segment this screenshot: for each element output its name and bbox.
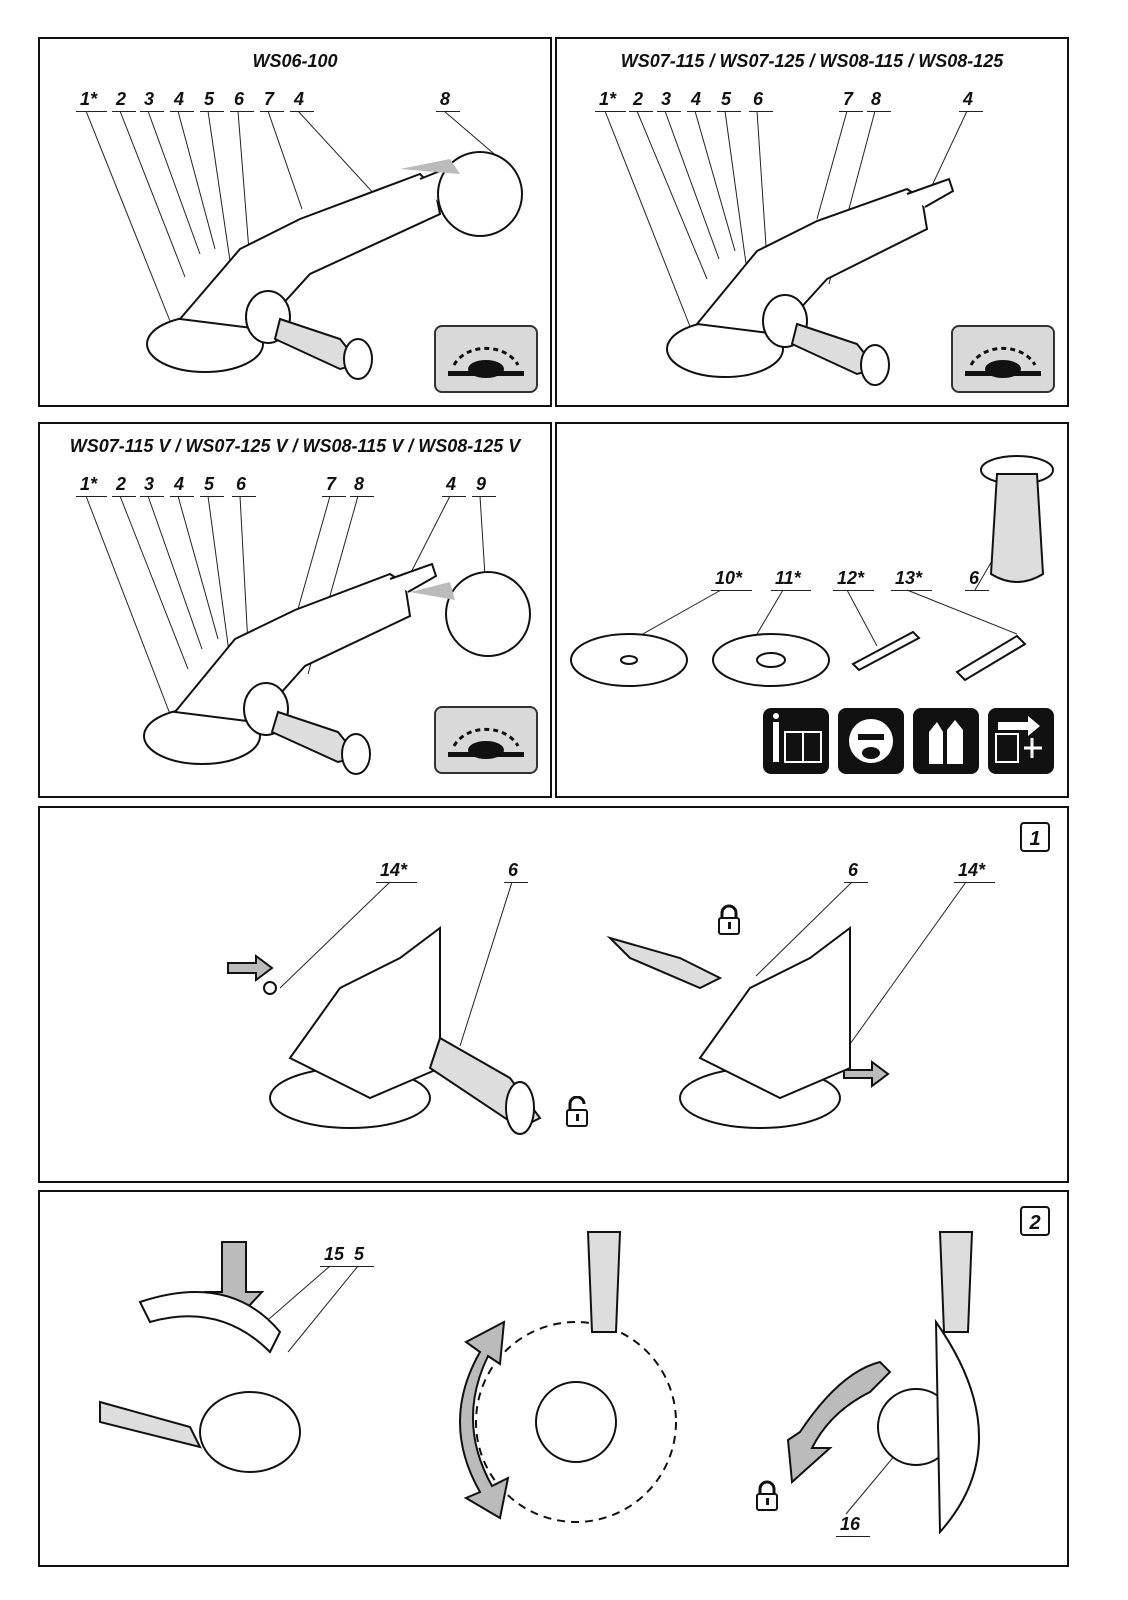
manual-icon [763,708,829,774]
panel-title: WS07-115 V / WS07-125 V / WS08-115 V / W… [69,436,521,456]
part-label: 8 [435,89,461,112]
grinder-illustration [604,110,968,386]
step-1-illustration [227,881,967,1135]
part-label: 7 [259,89,285,112]
part-label: 6 [229,89,255,112]
part-label: 1* [75,89,108,112]
part-label: 8 [866,89,892,112]
speed-dial-icon [434,706,538,774]
part-label: 5 [349,1244,375,1267]
gloves-icon [913,708,979,774]
part-label: 3 [139,89,165,112]
grinder-illustration [85,495,531,775]
part-label: 4 [958,89,984,112]
panel-accessories: 10* 11* 12* 13* 6 [555,422,1069,798]
part-label: 1* [594,89,627,112]
ppe-icon [838,708,904,774]
lock-icon [716,904,742,936]
step-number: 1 [1020,822,1050,852]
part-label: 6 [748,89,774,112]
accessories-illustration [570,455,1054,687]
part-label: 4 [289,89,315,112]
part-label: 2 [111,89,137,112]
part-label: 6 [964,568,990,591]
panel-ws07-ws08-v: WS07-115 V / WS07-125 V / WS08-115 V / W… [38,422,552,798]
part-label: 5 [199,89,225,112]
unlock-icon [564,1096,590,1128]
panel-ws07-ws08: WS07-115 / WS07-125 / WS08-115 / WS08-12… [555,37,1069,407]
part-label: 9 [471,474,497,497]
part-label: 2 [628,89,654,112]
part-label: 4 [169,89,195,112]
part-label: 10* [710,568,753,591]
part-label: 13* [890,568,933,591]
part-label: 8 [349,474,375,497]
part-label: 5 [199,474,225,497]
part-label: 7 [321,474,347,497]
part-label: 3 [656,89,682,112]
unplug-icon [988,708,1054,774]
part-label: 16 [835,1514,871,1537]
part-label: 6 [843,860,869,883]
grinder-illustration [85,110,523,380]
part-label: 5 [716,89,742,112]
part-label: 11* [771,568,811,591]
part-label: 1* [75,474,108,497]
step-2-illustration [99,1231,980,1535]
lock-icon [754,1480,780,1512]
part-label: 6 [231,474,257,497]
speed-dial-icon [434,325,538,393]
part-label: 12* [832,568,875,591]
panel-step-2: 2 15 5 16 [38,1190,1069,1567]
part-label: 14* [375,860,418,883]
part-label: 4 [686,89,712,112]
part-label: 3 [139,474,165,497]
part-label: 2 [111,474,137,497]
part-label: 7 [838,89,864,112]
speed-dial-icon [951,325,1055,393]
panel-step-1: 1 14* 6 6 14* [38,806,1069,1183]
part-label: 14* [953,860,996,883]
step-number: 2 [1020,1206,1050,1236]
panel-ws06-100: WS06-100 1* 2 3 4 5 6 7 4 8 [38,37,552,407]
panel-title: WS07-115 / WS07-125 / WS08-115 / WS08-12… [620,51,1004,71]
part-label: 6 [503,860,529,883]
part-label: 4 [169,474,195,497]
part-label: 4 [441,474,467,497]
panel-title: WS06-100 [252,51,338,71]
part-label: 15 [319,1244,355,1267]
